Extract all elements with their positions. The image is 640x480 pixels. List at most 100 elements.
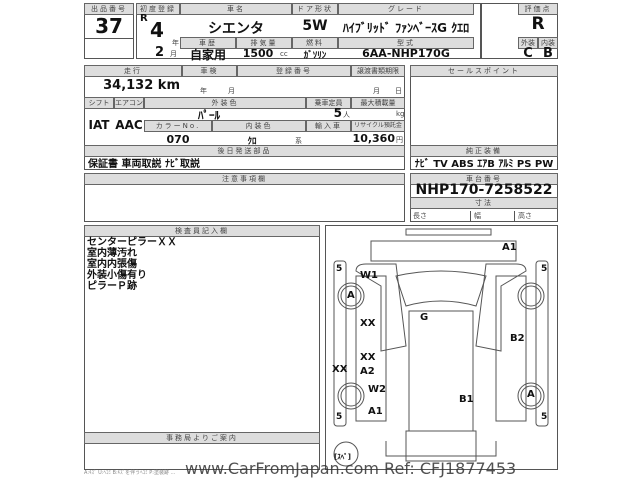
load-label: 最大積載量 (351, 97, 405, 109)
interior: ｸﾛ (247, 137, 257, 147)
fuel: ｶﾞｿﾘﾝ (303, 51, 327, 61)
inspector-box (84, 225, 320, 470)
legend-text: A:ｷｽﾞ U:ﾍｺﾐ B:ｷｽﾞを伴うﾍｺﾐ P:塗装跡 ... (84, 470, 176, 476)
note-line: 外装小傷有り (87, 270, 147, 281)
damage-mark: XX (360, 352, 376, 363)
capacity: 5 (333, 106, 342, 120)
later-parts: 保証書 車両取説 ﾅﾋﾞ取説 (88, 159, 200, 170)
car-outline (333, 228, 549, 467)
chassis-number: NHP170-7258522 (415, 182, 553, 198)
tire-tread: 5 (541, 412, 548, 422)
inspection-year: 年 (200, 87, 207, 95)
recycle-label: リサイクル預託金 (351, 120, 405, 132)
disp-label: 排気量 (236, 37, 292, 49)
door-label: ドア形状 (292, 3, 338, 15)
interior-label: 内装色 (212, 120, 306, 132)
spare-label: [ｽﾍﾟ] (334, 453, 351, 461)
damage-mark: A (347, 290, 355, 301)
office-label: 事務局よりご案内 (84, 432, 320, 444)
transfer-day: 日 (395, 87, 402, 95)
damage-diagram: 5 5 5 5 A1 W1 A XX G B2 XX A2 XX W2 A A1… (325, 225, 558, 470)
equip-label: 純正装備 (410, 145, 558, 157)
shift: IAT (88, 118, 110, 132)
door: 5W (302, 18, 328, 34)
chassis-label: 車台番号 (410, 173, 558, 185)
damage-mark: W2 (368, 384, 386, 395)
watermark: www.CarFromJapan.com Ref: CFJ1877453 (185, 459, 517, 478)
transfer-label: 譲渡書類期限 (351, 65, 405, 77)
tire-tread: 5 (336, 264, 343, 274)
inspector-label: 検査員記入欄 (84, 225, 320, 237)
transfer-month: 月 (373, 87, 380, 95)
load-unit: kg (396, 110, 405, 118)
model-label: 型式 (338, 37, 474, 49)
damage-mark: A1 (368, 406, 383, 417)
color-no-label: カラーNo. (144, 120, 212, 132)
width-label: 幅 (470, 211, 481, 221)
lot-label: 出品番号 (84, 3, 134, 15)
int-score: B (543, 46, 553, 61)
recycle-fee: 10,360 (352, 132, 395, 145)
inspector-notes: センターピラーＸＸ 室内薄汚れ 室内内張傷 外装小傷有り ピラーＰ跡 (87, 237, 177, 292)
disp-unit: cc (280, 50, 288, 58)
inspection-label: 車検 (182, 65, 237, 77)
notes-label: 注意事項欄 (84, 173, 405, 185)
shift-label: シフト (84, 97, 114, 109)
reg-year: 4 (150, 18, 164, 42)
note-line: ピラーＰ跡 (87, 281, 137, 292)
damage-mark: G (420, 312, 429, 323)
era: R (140, 13, 148, 24)
note-line: 室内薄汚れ (87, 248, 137, 259)
damage-mark: B1 (459, 394, 474, 405)
size-label: 寸法 (410, 197, 558, 209)
score-label: 評価点 (518, 3, 558, 15)
damage-mark: XX (360, 318, 376, 329)
inspection-month: 月 (228, 87, 235, 95)
reg-month: 2 (155, 45, 165, 60)
capacity-unit: 人 (343, 111, 350, 119)
year-unit: 年 (172, 39, 179, 47)
tire-tread: 5 (541, 264, 548, 274)
recycle-unit: 円 (396, 136, 403, 144)
mileage-label: 走行 (84, 65, 182, 77)
damage-mark: B2 (510, 333, 525, 344)
color-no: 070 (166, 133, 190, 146)
int-label: 内装 (538, 37, 558, 49)
color-label: 外装色 (144, 97, 306, 109)
note-line: センターピラーＸＸ (87, 237, 177, 248)
equipment: ﾅﾋﾞ TV ABS ｴｱB ｱﾙﾐ PS PW (414, 159, 554, 170)
length-label: 長さ (413, 212, 427, 220)
damage-mark: A1 (502, 242, 517, 253)
sales-label: セールスポイント (410, 65, 558, 77)
score: R (531, 14, 545, 34)
color: ﾊﾟｰﾙ (198, 109, 220, 122)
damage-mark: XX (332, 364, 348, 375)
usage: 自家用 (189, 48, 226, 62)
note-line: 室内内張傷 (87, 259, 137, 270)
usage-label: 車歴 (180, 37, 236, 49)
reg-no-label: 登録番号 (237, 65, 351, 77)
grade: ﾊｲﾌﾞﾘｯﾄﾞ ﾌｧﾝﾍﾞｰｽG ｸｴﾛ (342, 21, 470, 35)
first-reg-label: 初度登録 (136, 3, 180, 15)
displacement: 1500 (242, 47, 274, 60)
mileage: 34,132 km (103, 78, 180, 93)
interior-unit: 系 (295, 137, 302, 145)
damage-mark: W1 (360, 270, 378, 281)
fuel-label: 燃料 (292, 37, 338, 49)
height-label: 高さ (514, 211, 532, 221)
model: 6AA-NHP170G (362, 47, 450, 60)
month-unit: 月 (170, 50, 177, 58)
import-label: 輸入車 (306, 120, 351, 132)
ext-score: C (523, 46, 533, 61)
ext-label: 外装 (518, 37, 538, 49)
ac: AAC (115, 118, 143, 132)
tire-tread: 5 (336, 412, 343, 422)
lot-number: 37 (95, 14, 123, 38)
name-label: 車名 (180, 3, 292, 15)
grade-label: グレード (338, 3, 474, 15)
damage-mark: A (527, 389, 535, 400)
later-parts-label: 後日発送部品 (84, 145, 405, 157)
lot-divider (84, 38, 134, 59)
ac-label: エアコン (114, 97, 144, 109)
car-name: シエンタ (208, 21, 264, 37)
